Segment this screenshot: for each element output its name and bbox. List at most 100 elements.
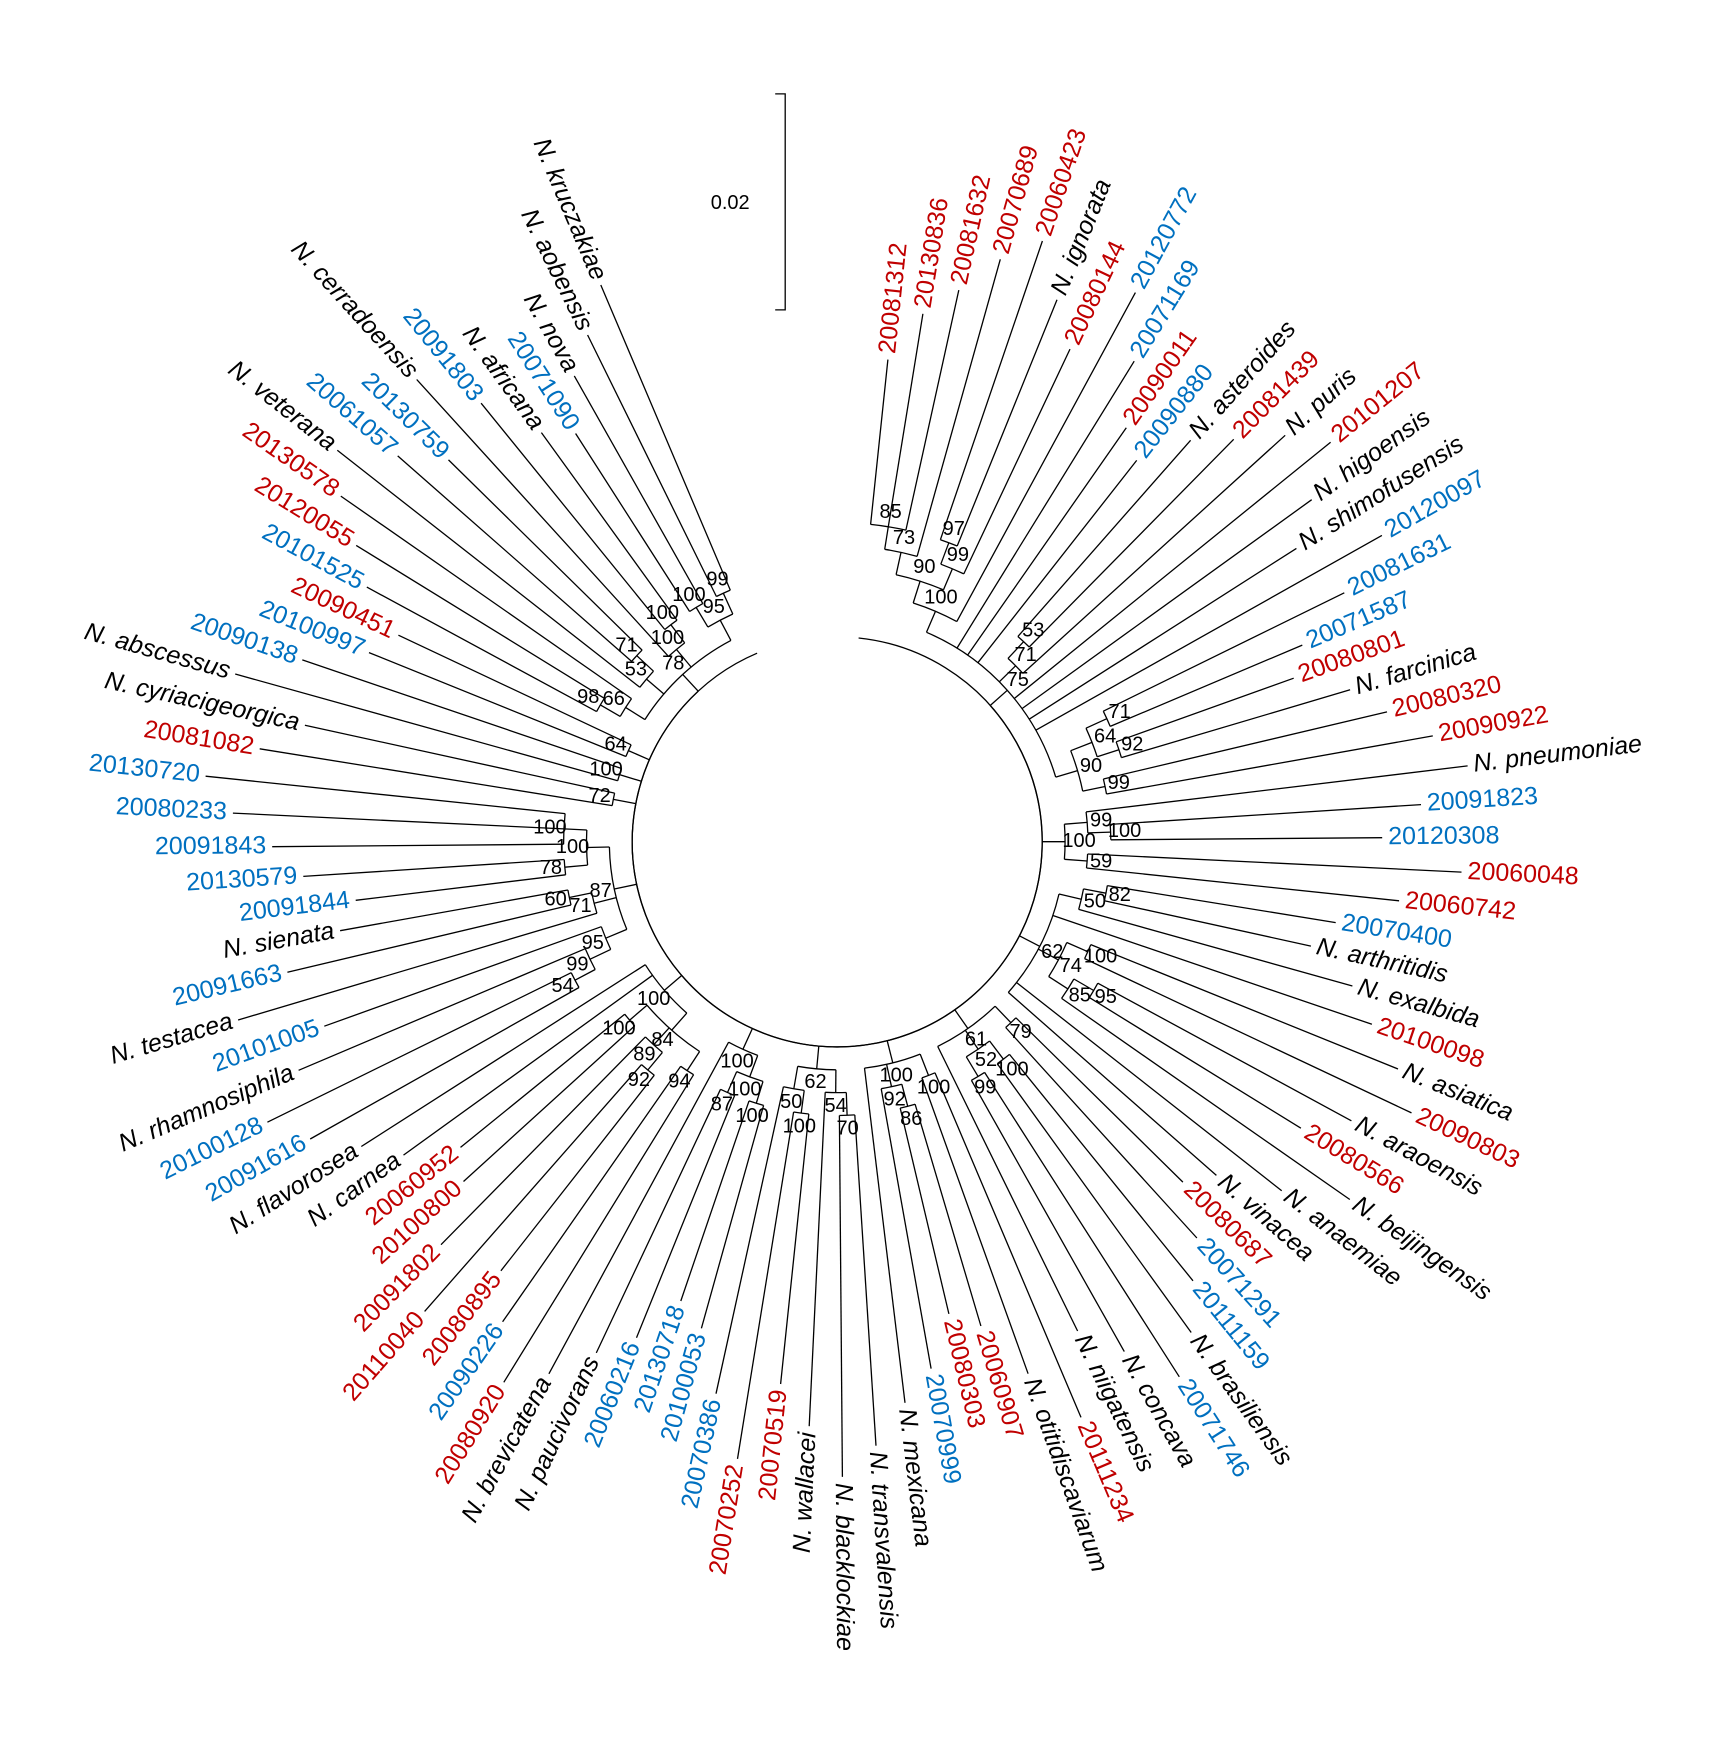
bootstrap-value: 94 (668, 1071, 690, 1093)
bootstrap-value: 95 (582, 932, 604, 954)
leaf-branch (1017, 439, 1192, 637)
leaf-branch (600, 284, 731, 591)
internal-branch (593, 896, 617, 904)
leaf-branch (916, 259, 1001, 557)
internal-branch (564, 864, 588, 868)
leaf-branch (1097, 982, 1352, 1122)
internal-branch (1066, 941, 1089, 953)
internal-branch (942, 568, 953, 591)
leaf-branch (1035, 534, 1383, 731)
internal-branch (1037, 948, 1059, 961)
internal-branch (912, 581, 921, 604)
internal-branch (1019, 935, 1040, 947)
bootstrap-value: 85 (1069, 985, 1091, 1007)
bootstrap-value: 90 (1080, 755, 1102, 777)
internal-branch (686, 1051, 701, 1071)
bootstrap-value: 86 (900, 1108, 922, 1130)
leaf-label: 20070689 (987, 142, 1044, 257)
leaf-branch (302, 659, 622, 770)
leaf-branch (967, 427, 1127, 656)
bootstrap-value: 99 (1090, 810, 1112, 832)
leaf-label: 20070519 (753, 1388, 792, 1502)
leaf-branch (1015, 1017, 1184, 1183)
bootstrap-value: 100 (995, 1059, 1028, 1081)
leaf-branch (205, 775, 566, 815)
internal-branch (965, 1056, 979, 1077)
internal-branch (749, 1055, 759, 1078)
bootstrap-value: 72 (588, 785, 610, 807)
clade-connector (937, 1005, 996, 1047)
leaf-branch (1110, 837, 1383, 841)
internal-branch (1064, 858, 1088, 862)
internal-branch (816, 1046, 820, 1069)
leaf-label: N. blacklockiae (830, 1483, 859, 1651)
bootstrap-value: 90 (913, 556, 935, 578)
internal-branch (998, 665, 1017, 683)
leaf-labels: 2008131220130836200816322007068920060423… (81, 125, 1643, 1651)
leaf-branch (304, 724, 615, 794)
leaf-label: 20091843 (155, 831, 266, 860)
bootstrap-value: 99 (566, 953, 588, 975)
internal-branch (1073, 978, 1095, 992)
leaf-branch (887, 313, 924, 527)
bootstrap-value: 50 (780, 1091, 802, 1113)
bootstrap-value: 100 (720, 1050, 753, 1072)
leaf-branch (635, 1095, 736, 1339)
leaf-label: 20070252 (704, 1462, 749, 1576)
root-arc (631, 637, 1043, 1048)
clade-connector (783, 1086, 805, 1092)
bootstrap-value: 78 (540, 857, 562, 879)
internal-branch (663, 975, 683, 991)
clade-connector (793, 1111, 809, 1115)
scale-bar-label: 0.02 (711, 192, 750, 214)
clade-connector (884, 548, 918, 558)
bootstrap-value: 82 (1109, 884, 1131, 906)
leaf-branch (736, 1111, 795, 1460)
bootstrap-value: 100 (651, 627, 684, 649)
leaf-branch (1008, 1053, 1194, 1282)
internal-branch (1082, 785, 1106, 792)
leaf-branch (573, 375, 704, 604)
internal-branch (994, 1005, 1012, 1024)
leaf-label: 20080233 (115, 792, 227, 825)
leaf-branch (1109, 644, 1303, 727)
internal-branch (884, 526, 889, 550)
leaf-branch (899, 1107, 950, 1315)
bootstrap-value: 99 (974, 1077, 996, 1099)
bootstrap-value: 54 (824, 1095, 846, 1117)
leaf-branch (1121, 689, 1351, 759)
leaf-branch (956, 299, 1058, 547)
leaf-branch (1103, 711, 1388, 780)
leaf-branch (1016, 981, 1283, 1192)
bootstrap-value: 100 (735, 1105, 768, 1127)
bootstrap-value: 73 (893, 527, 915, 549)
leaf-branch (1013, 441, 1332, 700)
bootstrap-value: 99 (1108, 772, 1130, 794)
bootstrap-value: 79 (1009, 1021, 1031, 1043)
internal-branch (989, 1040, 1004, 1060)
bootstrap-value: 85 (879, 501, 901, 523)
leaf-branch (235, 673, 618, 782)
bootstrap-value: 100 (924, 587, 957, 609)
clade-connector (1102, 710, 1111, 727)
leaf-branch (416, 379, 669, 657)
clade-connector (639, 670, 654, 688)
clade-connector (707, 613, 734, 628)
internal-branch (1096, 749, 1120, 758)
internal-branch (886, 1040, 894, 1064)
bootstrap-value: 92 (883, 1089, 905, 1111)
clade-connector (591, 892, 598, 914)
internal-branch (628, 750, 650, 761)
clade-connector (646, 1004, 700, 1053)
bootstrap-value: 64 (1094, 726, 1116, 748)
clade-connector (689, 603, 704, 613)
clade-connector (668, 642, 686, 657)
bootstrap-value: 71 (1014, 644, 1036, 666)
leaf-branch (963, 348, 1071, 575)
internal-branch (755, 1081, 764, 1104)
bootstrap-value: 100 (917, 1077, 950, 1099)
clade-connector (1078, 888, 1085, 910)
bootstrap-value: 87 (589, 880, 611, 902)
